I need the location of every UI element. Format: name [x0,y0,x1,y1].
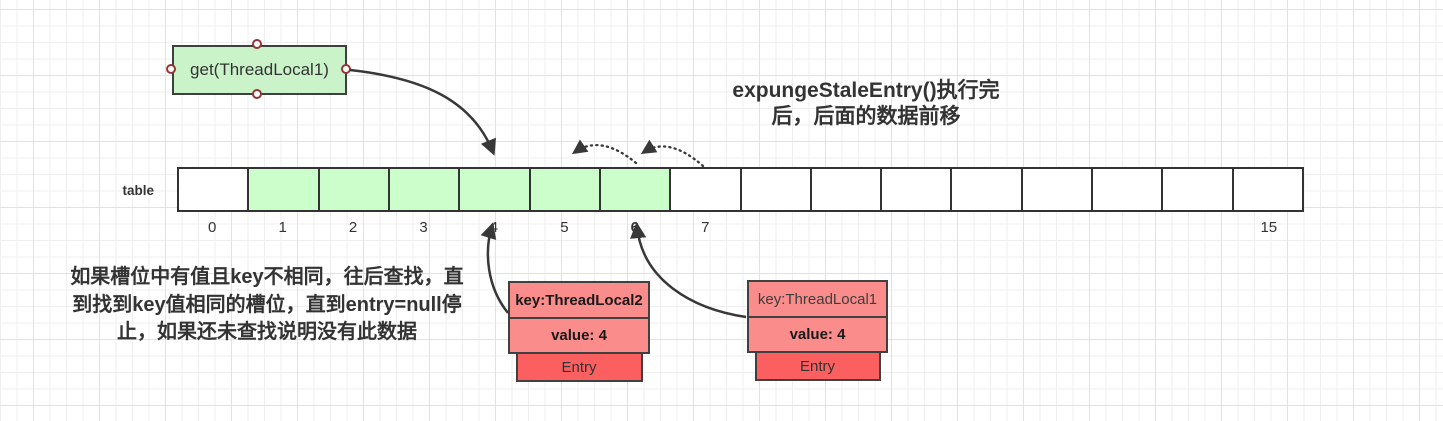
table-array [177,167,1304,212]
connection-handle-top[interactable] [252,39,262,49]
index-label-0: 0 [208,219,217,236]
table-cell-3[interactable] [387,167,461,212]
table-cell-9[interactable] [809,167,883,212]
table-cell-7[interactable] [669,167,742,212]
index-label-7: 7 [701,219,710,236]
get-box-label: get(ThreadLocal1) [190,60,329,79]
table-cell-1[interactable] [247,167,320,212]
index-labels-row: 0 1 2 3 4 5 6 7 15 [177,219,1304,239]
entry-tag: Entry [754,351,881,381]
entry-card-threadlocal1[interactable]: key:ThreadLocal1 value: 4 Entry [747,280,888,381]
table-cell-11[interactable] [950,167,1023,212]
connection-handle-right[interactable] [341,64,351,74]
title-line-1: expungeStaleEntry()执行完 [732,79,1000,102]
entry-key: key:ThreadLocal1 [747,280,888,318]
index-label-15: 15 [1260,219,1278,236]
index-label-5: 5 [560,219,569,236]
index-label-2: 2 [348,219,358,236]
table-cell-4[interactable] [458,167,531,212]
table-cell-2[interactable] [317,167,390,212]
entry-card-threadlocal2[interactable]: key:ThreadLocal2 value: 4 Entry [508,281,650,382]
table-cell-10[interactable] [880,167,953,212]
entry-value: value: 4 [747,316,888,353]
note-line-2: 到找到key值相同的槽位，直到entry=null停 [72,293,462,316]
connection-handle-bottom[interactable] [252,89,262,99]
note-line-1: 如果槽位中有值且key不相同，往后查找，直 [70,266,464,288]
table-cell-13[interactable] [1091,167,1164,212]
table-cell-5[interactable] [528,167,601,212]
title-text[interactable]: expungeStaleEntry()执行完 后，后面的数据前移 [690,78,1042,130]
note-text[interactable]: 如果槽位中有值且key不相同，往后查找，直 到找到key值相同的槽位，直到ent… [26,264,508,347]
title-line-2: 后，后面的数据前移 [771,105,961,128]
table-label: table [122,183,154,198]
index-label-4: 4 [489,219,499,236]
index-label-3: 3 [419,219,428,236]
arrow-get-to-cell4[interactable] [349,68,496,156]
table-cell-8[interactable] [739,167,812,212]
entry-value: value: 4 [508,317,650,354]
arc-move-slot6-to-slot5[interactable] [571,139,638,165]
table-cell-6[interactable] [598,167,672,212]
table-cell-14[interactable] [1161,167,1234,212]
index-label-1: 1 [278,219,287,236]
arrow-entry2-to-cell4[interactable] [480,222,509,314]
table-cell-15[interactable] [1231,167,1304,212]
note-line-3: 止，如果还未查找说明没有此数据 [117,321,417,343]
arc-move-slot7-to-slot6[interactable] [640,139,705,168]
index-label-6: 6 [630,219,640,236]
table-cell-0[interactable] [177,167,250,212]
arrow-entry1-to-cell6[interactable] [630,221,747,319]
connection-handle-left[interactable] [166,64,176,74]
get-threadlocal1-box[interactable]: get(ThreadLocal1) [172,45,347,95]
table-cell-12[interactable] [1020,167,1094,212]
entry-tag: Entry [515,352,643,382]
entry-key: key:ThreadLocal2 [508,281,650,319]
